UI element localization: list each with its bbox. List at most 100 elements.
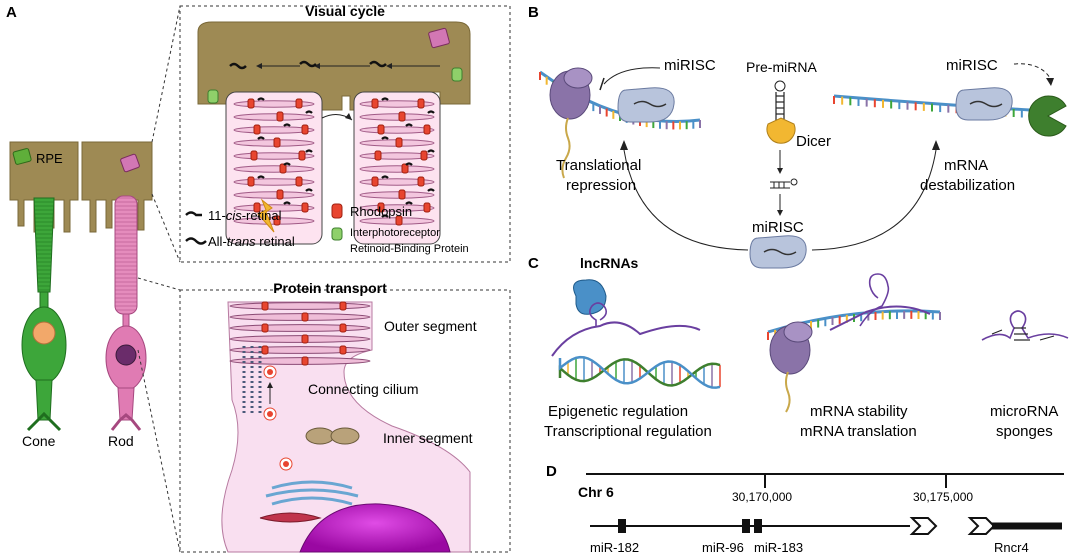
position-2-label: 30,175,000 bbox=[913, 490, 973, 504]
translational-label-2: repression bbox=[566, 177, 636, 194]
helix-strand bbox=[558, 355, 721, 389]
rhodopsin-mark bbox=[301, 202, 309, 213]
mir-183-label: miR-183 bbox=[754, 540, 803, 555]
panel-letter-c: C bbox=[528, 255, 539, 272]
rhodopsin-mark bbox=[395, 215, 403, 226]
retinal-mark bbox=[257, 97, 265, 101]
mrna-stability-label: mRNA stability bbox=[810, 403, 908, 420]
retinal-mark bbox=[381, 136, 389, 140]
rhodopsin-mark bbox=[301, 124, 309, 135]
rhodopsin-mark bbox=[398, 111, 406, 122]
visual-cycle-title: Visual cycle bbox=[305, 3, 385, 19]
legend-cis: 11-cis-retinal bbox=[208, 208, 282, 223]
translational-label-1: Translational bbox=[556, 157, 641, 174]
mirisc-left-label: miRISC bbox=[664, 57, 716, 74]
microrna-label: microRNA bbox=[990, 403, 1058, 420]
panel-letter-d: D bbox=[546, 463, 557, 480]
retinal-mark bbox=[405, 162, 413, 166]
visual-cycle-legend: 11-cis-retinal All-trans retinal Rhodops… bbox=[185, 203, 469, 255]
cone-cell bbox=[21, 197, 67, 432]
rpe-label: RPE bbox=[36, 151, 63, 166]
cis-retinal-icon bbox=[185, 211, 202, 217]
disc bbox=[233, 113, 315, 121]
retinal-mark bbox=[427, 149, 435, 153]
dicer-label: Dicer bbox=[796, 133, 831, 150]
rhodopsin-mark bbox=[276, 111, 284, 122]
panel-letter-b: B bbox=[528, 4, 539, 21]
disc bbox=[229, 324, 371, 332]
mir-182-label: miR-182 bbox=[590, 540, 639, 555]
retinal-mark bbox=[381, 175, 389, 179]
rhodopsin-mark bbox=[417, 98, 425, 109]
rhodopsin-mark bbox=[298, 150, 306, 161]
rhodopsin-mark bbox=[423, 124, 431, 135]
rhodopsin-mark bbox=[301, 356, 309, 366]
rhodopsin-mark bbox=[261, 345, 269, 355]
retinal-mark bbox=[405, 123, 413, 127]
panel-b-diagram: miRISC Pre-miRNA Dicer miRISC bbox=[539, 57, 1067, 269]
disc-stack bbox=[233, 100, 315, 225]
panel-letter-a: A bbox=[6, 4, 17, 21]
mirisc-right-label: miRISC bbox=[946, 57, 998, 74]
rod-cell bbox=[105, 195, 147, 431]
protein-transport-title: Protein transport bbox=[273, 280, 387, 296]
rhodopsin-mark bbox=[339, 301, 347, 311]
cone-label: Cone bbox=[22, 433, 56, 449]
legend-irbp-2: Retinoid-Binding Protein bbox=[350, 243, 469, 255]
retinal-mark bbox=[283, 123, 291, 127]
rhodopsin-mark bbox=[339, 323, 347, 333]
exonuclease-icon bbox=[1028, 95, 1067, 137]
rhodopsin-mark bbox=[247, 98, 255, 109]
retinal-mark bbox=[305, 188, 313, 192]
transcriptional-label: Transcriptional regulation bbox=[544, 423, 712, 440]
disc bbox=[229, 335, 371, 343]
inner-segment-label: Inner segment bbox=[383, 430, 473, 446]
rhodopsin-cluster bbox=[247, 97, 313, 226]
legend-trans: All-trans retinal bbox=[208, 234, 295, 249]
retinal-mark bbox=[427, 110, 435, 114]
disc bbox=[359, 126, 435, 134]
rpe-layer: RPE bbox=[9, 141, 153, 235]
rhodopsin-mark bbox=[247, 176, 255, 187]
retinal-mark bbox=[305, 149, 313, 153]
rhodopsin-mark bbox=[377, 124, 385, 135]
rhodopsin-mark bbox=[295, 98, 303, 109]
position-1-label: 30,170,000 bbox=[732, 490, 792, 504]
rhodopsin-mark bbox=[261, 323, 269, 333]
chromosome-label: Chr 6 bbox=[578, 484, 614, 500]
rhodopsin-cluster bbox=[371, 97, 435, 226]
rhodopsin-mark bbox=[295, 176, 303, 187]
disc bbox=[359, 113, 435, 121]
sponges-label: sponges bbox=[996, 423, 1053, 440]
disc bbox=[229, 313, 371, 321]
rhodopsin-mark bbox=[250, 150, 258, 161]
mrna-destab-label-2: destabilization bbox=[920, 177, 1015, 194]
rhodopsin-mark bbox=[401, 163, 409, 174]
rhodopsin-mark bbox=[423, 202, 431, 213]
disc bbox=[229, 302, 371, 310]
rhodopsin-mark bbox=[420, 150, 428, 161]
lncrnas-title: lncRNAs bbox=[580, 255, 639, 271]
retinal-mark bbox=[427, 188, 435, 192]
rhodopsin-mark bbox=[253, 202, 261, 213]
retinal-mark bbox=[305, 110, 313, 114]
rhodopsin-mark bbox=[377, 202, 385, 213]
rncr4-label: Rncr4 bbox=[994, 540, 1029, 555]
callout-lines bbox=[137, 5, 181, 553]
legend-rhodopsin: Rhodopsin bbox=[350, 204, 412, 219]
mir-96-label: miR-96 bbox=[702, 540, 744, 555]
rhodopsin-mark bbox=[273, 137, 281, 148]
retinal-mark bbox=[257, 175, 265, 179]
pre-mirna-label: Pre-miRNA bbox=[746, 59, 817, 75]
rhodopsin-mark bbox=[301, 334, 309, 344]
connecting-cilium-label: Connecting cilium bbox=[308, 381, 419, 397]
mrna-translation-label: mRNA translation bbox=[800, 423, 917, 440]
rhodopsin-mark bbox=[273, 215, 281, 226]
double-helix bbox=[558, 355, 721, 389]
retinal-mark bbox=[381, 97, 389, 101]
retinal-mark bbox=[405, 201, 413, 205]
genome-track bbox=[586, 473, 1064, 535]
disc bbox=[229, 357, 371, 365]
rhodopsin-mark bbox=[339, 345, 347, 355]
